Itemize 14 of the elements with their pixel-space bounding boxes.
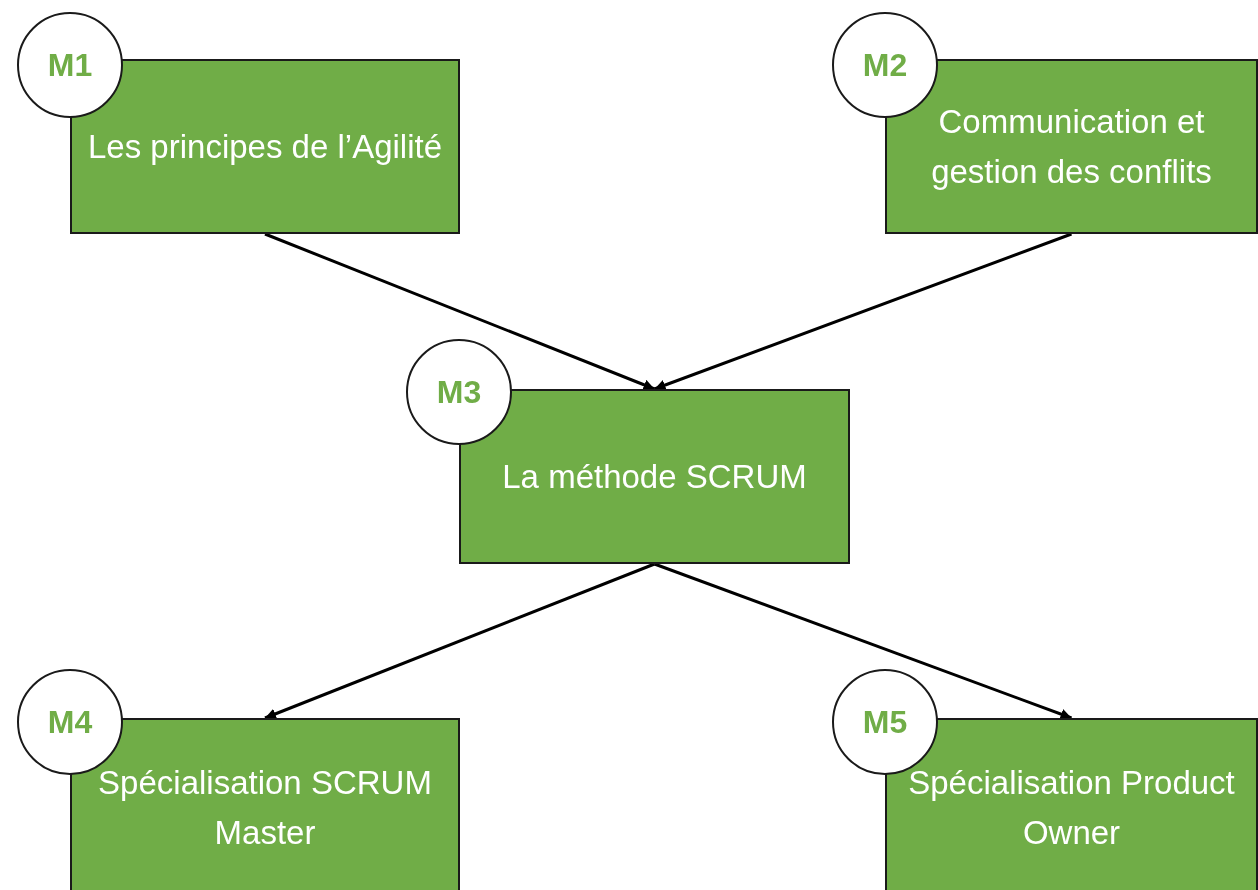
module-title: Les principes de l’Agilité [87,126,443,167]
module-number: M1 [47,46,93,84]
module-title: Communication et gestion des conflits [930,101,1213,192]
module-title: Spécialisation Product Owner [907,763,1236,853]
arrow [654,562,1072,720]
module-number: M4 [47,703,93,741]
module-title: Spécialisation SCRUM Master [97,763,433,853]
module-number: M5 [862,703,908,741]
arrow [264,232,656,391]
arrow [653,232,1073,391]
module-number: M3 [436,373,482,411]
arrow [264,562,656,720]
module-number: M2 [862,46,908,84]
module-title: La méthode SCRUM [501,456,808,497]
